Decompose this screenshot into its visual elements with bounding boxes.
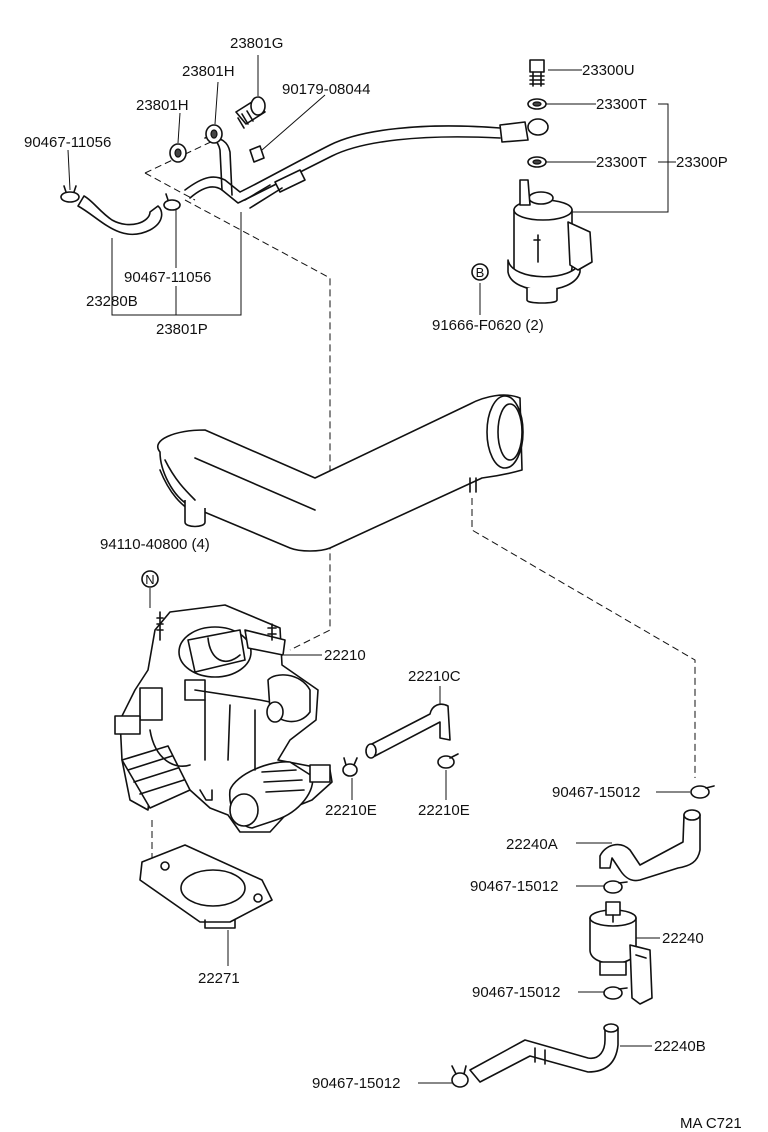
- label-22210C: 22210C: [408, 668, 461, 685]
- hose-clamp-90467-11056-right: [163, 193, 181, 211]
- label-22210: 22210: [324, 647, 366, 664]
- label-22240: 22240: [662, 930, 704, 947]
- label-23801G: 23801G: [230, 35, 283, 52]
- fuel-pipe: [184, 125, 501, 193]
- label-90467-15012-c: 90467-15012: [472, 984, 560, 1001]
- label-90467-15012-b: 90467-15012: [470, 878, 558, 895]
- label-22210E-a: 22210E: [325, 802, 377, 819]
- label-90179-08044: 90179-08044: [282, 81, 370, 98]
- marker-n: N: [141, 570, 159, 588]
- diagram-code: MA C721: [680, 1115, 742, 1132]
- label-22240B: 22240B: [654, 1038, 706, 1055]
- label-23300T-a: 23300T: [596, 96, 647, 113]
- hose-clamp-90467-11056-left: [60, 185, 80, 203]
- fuel-line-assembly: [60, 96, 549, 651]
- label-94110-40800: 94110-40800 (4): [100, 536, 210, 553]
- label-91666-F0620: 91666-F0620 (2): [432, 317, 544, 334]
- label-90467-11056-b: 90467-11056: [124, 269, 211, 286]
- label-23300T-b: 23300T: [596, 154, 647, 171]
- label-23280B: 23280B: [86, 293, 138, 310]
- gasket-22271: [139, 820, 273, 929]
- union-bolt-23300U: [529, 59, 545, 73]
- hose-23280B: [77, 195, 163, 236]
- fuel-filter-assembly: [507, 59, 593, 304]
- label-23801H-a: 23801H: [182, 63, 235, 80]
- union-90179: [249, 145, 265, 163]
- clamp-22210E-left: [342, 757, 358, 777]
- clamp-22210E-right: [437, 753, 459, 769]
- label-23300P: 23300P: [676, 154, 728, 171]
- marker-b: B: [471, 263, 489, 281]
- svg-text:B: B: [476, 265, 485, 280]
- label-23801P: 23801P: [156, 321, 208, 338]
- label-22271: 22271: [198, 970, 240, 987]
- label-90467-15012-a: 90467-15012: [552, 784, 640, 801]
- label-22240A: 22240A: [506, 836, 558, 853]
- label-22210E-b: 22210E: [418, 802, 470, 819]
- throttle-body-22210: [114, 604, 333, 833]
- hose-22210C: [365, 703, 451, 759]
- label-90467-11056-a: 90467-11056: [24, 134, 111, 151]
- vacuum-system: [451, 785, 715, 1088]
- label-23801H-b: 23801H: [136, 97, 189, 114]
- svg-text:N: N: [145, 572, 154, 587]
- air-intake-connector: [157, 394, 524, 552]
- part-labels: 23801G 23801H 90179-08044 23801H 90467-1…: [24, 35, 742, 1132]
- banjo-bolt-23801G: [235, 96, 266, 129]
- label-90467-15012-d: 90467-15012: [312, 1075, 400, 1092]
- label-23300U: 23300U: [582, 62, 635, 79]
